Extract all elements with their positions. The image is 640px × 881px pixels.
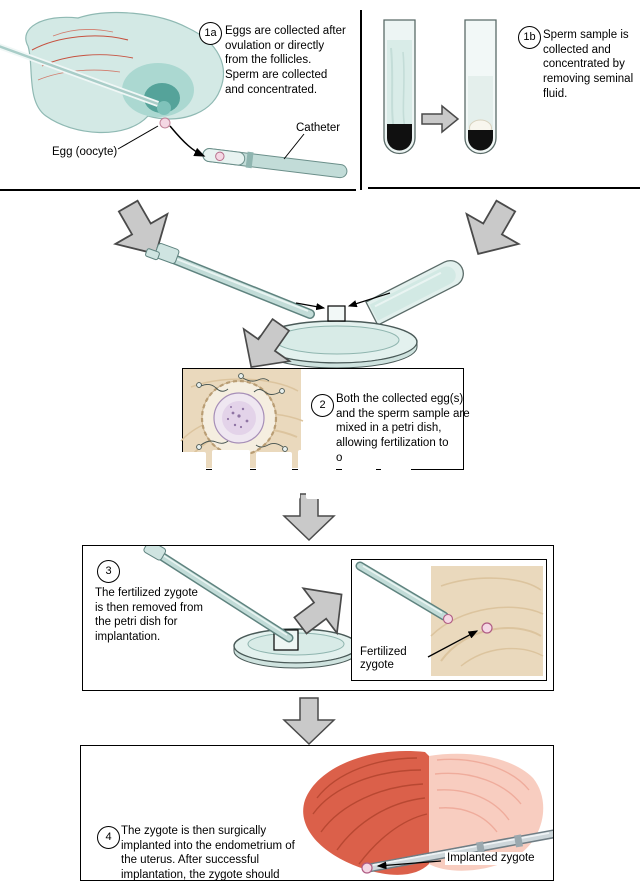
egg-oocyte-label: Egg (oocyte) [52,146,118,158]
tube-process-arrow [421,104,460,134]
mixing-target-square [327,305,346,322]
panel-right-bottom-border [368,187,640,189]
ovary-illustration [0,11,224,134]
implanted-zygote-label: Implanted zygote [445,852,553,866]
step-3-number: 3 [105,565,112,577]
catheter-label: Catheter [296,122,341,134]
arrow-from-sperm-panel [465,199,521,255]
fertilized-zygote-dot [481,622,493,634]
step-3-text: The fertilized zygote is then removed fr… [95,587,204,644]
step-1b-text: Sperm sample is collected and concentrat… [543,29,634,100]
step-1b-number: 1b [523,31,536,43]
panel-left-bottom-border [0,189,356,191]
arrow-step2-to-step3 [282,493,336,542]
panel-divider-vertical [360,10,362,190]
step-4-number: 4 [105,831,112,843]
mixing-petri-dish [256,305,418,369]
zygote-inset-box: Fertilized zygote [351,559,547,681]
mixing-catheter-illustration [145,243,315,319]
step-1b-badge: 1b [518,26,541,49]
step-1a-text: Eggs are collected after ovulation or di… [225,25,346,96]
step-2-number: 2 [319,399,326,411]
sperm-cells [196,373,288,452]
catheter-illustration [202,148,348,179]
step-4-box: 4 The zygote is then surgically implante… [80,745,554,881]
step-1a-number: 1a [204,27,217,39]
implanted-zygote-dot [361,862,373,874]
test-tube-raw [383,19,416,155]
fertilized-zygote-label: Fertilized zygote [360,646,407,672]
step-2-badge: 2 [311,394,334,417]
egg-fertilization-image [180,369,304,468]
arrow-dish-to-inset [293,587,343,636]
test-tubes-illustration [383,19,497,155]
step-4-text: The zygote is then surgically implanted … [121,825,295,881]
zygote-in-catheter-dot [442,613,454,625]
step-4-badge: 4 [97,826,120,849]
zygote-dish-image [430,566,544,676]
inset-catheter [355,561,454,625]
step-3-badge: 3 [97,560,120,583]
arrow-step3-to-step4 [282,697,336,746]
test-tube-concentrated [464,19,497,155]
egg-oocyte-dot [159,117,171,129]
arrow-into-dish [242,317,292,369]
arrow-from-egg-panel [113,199,169,255]
step-1a-badge: 1a [199,22,222,45]
step-3-box: 3 The fertilized zygote is then removed … [82,545,554,691]
